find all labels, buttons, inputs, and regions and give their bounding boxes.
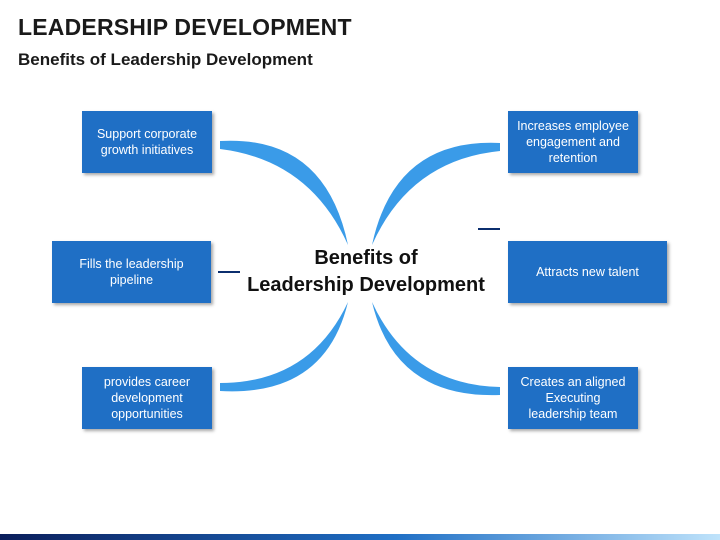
benefit-label: Attracts new talent (536, 265, 639, 279)
benefit-box-career-development: provides career development opportunitie… (82, 367, 212, 429)
footer-gradient-bar (0, 534, 720, 540)
center-title-line1: Benefits of (314, 247, 418, 269)
benefit-label: Creates an aligned Executing leadership … (520, 375, 626, 421)
benefit-box-support-growth: Support corporate growth initiatives (82, 111, 212, 173)
benefit-box-leadership-pipeline: Fills the leadership pipeline (52, 241, 211, 303)
arc-right-lower (372, 302, 500, 396)
center-title-line2: Leadership Development (247, 274, 485, 296)
connector-dash-right (478, 228, 500, 230)
benefit-box-employee-engagement: Increases employee engagement and retent… (508, 111, 638, 173)
arc-left-lower (220, 302, 348, 392)
page-subtitle: Benefits of Leadership Development (18, 50, 313, 69)
arc-left-upper (220, 140, 348, 245)
benefit-label: Support corporate growth initiatives (96, 127, 198, 157)
benefit-label: Fills the leadership pipeline (79, 257, 184, 287)
page-title: LEADERSHIP DEVELOPMENT (18, 14, 352, 40)
benefit-box-aligned-team: Creates an aligned Executing leadership … (508, 367, 638, 429)
benefit-box-attracts-talent: Attracts new talent (508, 241, 667, 303)
center-title: Benefits of Leadership Development (232, 245, 500, 299)
connector-dash-left (218, 271, 240, 273)
arc-right-upper (372, 142, 500, 245)
benefit-label: Increases employee engagement and retent… (517, 119, 629, 165)
benefit-label: provides career development opportunitie… (103, 375, 191, 421)
